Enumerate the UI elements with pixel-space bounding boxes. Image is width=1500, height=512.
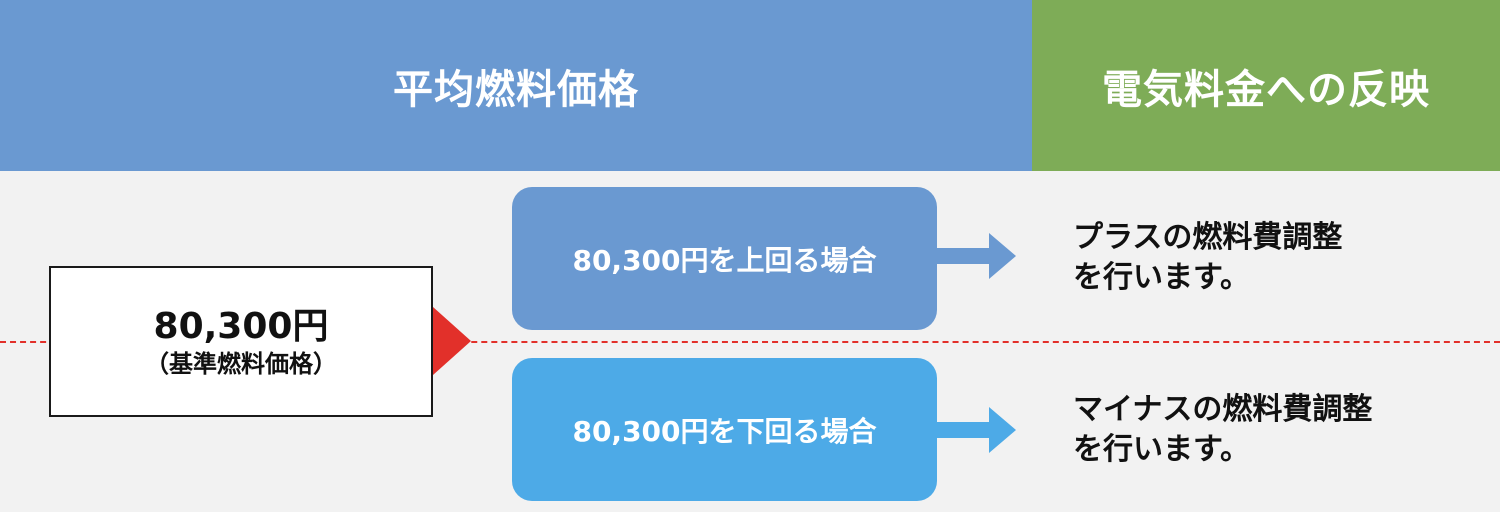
result-above: プラスの燃料費調整 を行います。	[1073, 218, 1342, 298]
reference-dashed-line	[0, 341, 1500, 343]
result-below-line2: を行います。	[1073, 432, 1250, 467]
result-above-line1: プラスの燃料費調整	[1073, 220, 1343, 255]
case-above-box: 80,300円を上回る場合	[512, 187, 937, 330]
case-above-label: 80,300円を上回る場合	[572, 243, 877, 277]
result-below: マイナスの燃料費調整 を行います。	[1073, 390, 1372, 470]
header-electricity-reflection: 電気料金への反映	[1032, 0, 1500, 171]
base-price-label: （基準燃料価格）	[145, 349, 337, 378]
case-below-label: 80,300円を下回る場合	[572, 414, 877, 448]
header-left-title: 平均燃料価格	[393, 66, 639, 113]
case-below-box: 80,300円を下回る場合	[512, 358, 937, 501]
base-price: 80,300円	[153, 305, 329, 347]
header-average-fuel-price: 平均燃料価格	[0, 0, 1032, 171]
header-right-title: 電気料金への反映	[1102, 66, 1430, 113]
result-above-line2: を行います。	[1073, 260, 1250, 295]
arrow-right-icon	[937, 407, 1016, 453]
result-below-line1: マイナスの燃料費調整	[1073, 392, 1373, 427]
base-pointer-triangle	[433, 307, 471, 375]
base-price-box: 80,300円 （基準燃料価格）	[49, 266, 433, 417]
arrow-right-icon	[937, 233, 1016, 279]
